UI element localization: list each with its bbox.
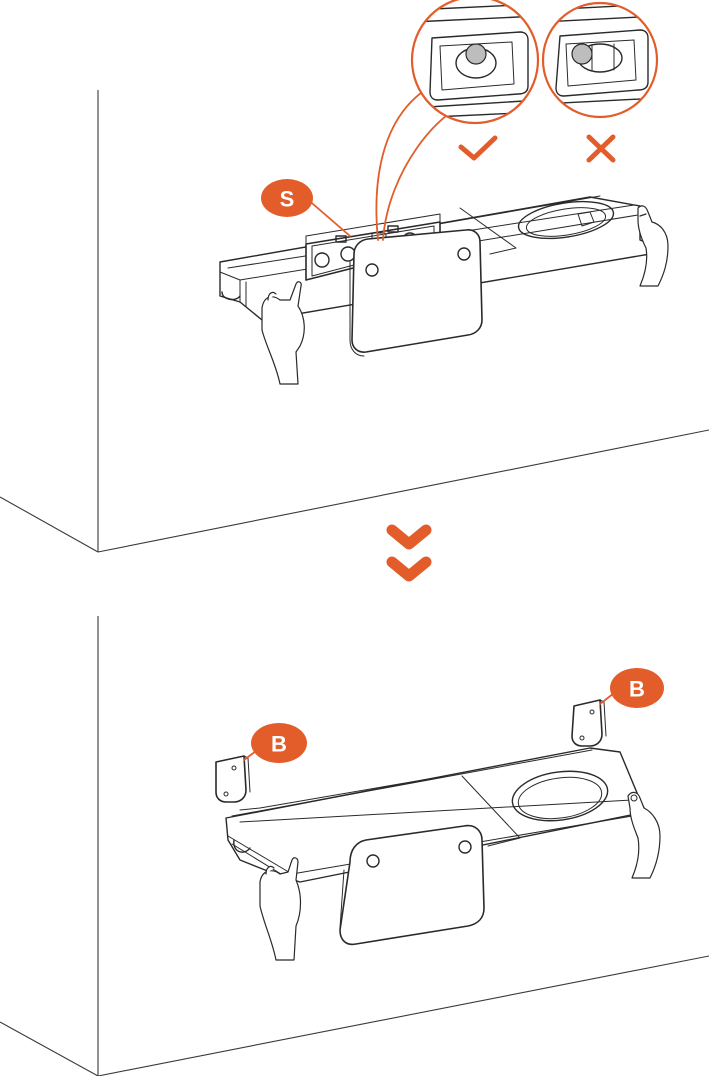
bracket-left: [215, 755, 251, 803]
check-mark-icon: [458, 135, 498, 161]
callout-s-label: S: [280, 187, 295, 212]
callout-b-left: B: [243, 723, 307, 763]
wall-corner-top: [0, 90, 709, 553]
bracket-right: [571, 699, 607, 747]
zoom-circle-incorrect: [541, 1, 659, 119]
left-hand-top: [261, 281, 305, 385]
callout-b-right: B: [599, 668, 664, 708]
left-hand-bottom: [259, 857, 302, 961]
front-panel-bottom: [339, 824, 485, 946]
cross-mark-icon: [586, 134, 616, 163]
callout-b-right-label: B: [629, 677, 645, 702]
front-panel-top: [349, 229, 483, 357]
callout-s: S: [261, 179, 351, 237]
right-hand-bottom: [627, 791, 661, 879]
step-1-panel: S: [0, 0, 709, 553]
double-chevron-down-icon: [386, 524, 432, 582]
right-hand-top: [637, 205, 669, 287]
wall-corner-bottom: [0, 616, 709, 1076]
callout-b-left-label: B: [271, 732, 287, 757]
zoom-circle-correct: [410, 0, 540, 125]
step-2-panel: B B: [0, 616, 709, 1076]
